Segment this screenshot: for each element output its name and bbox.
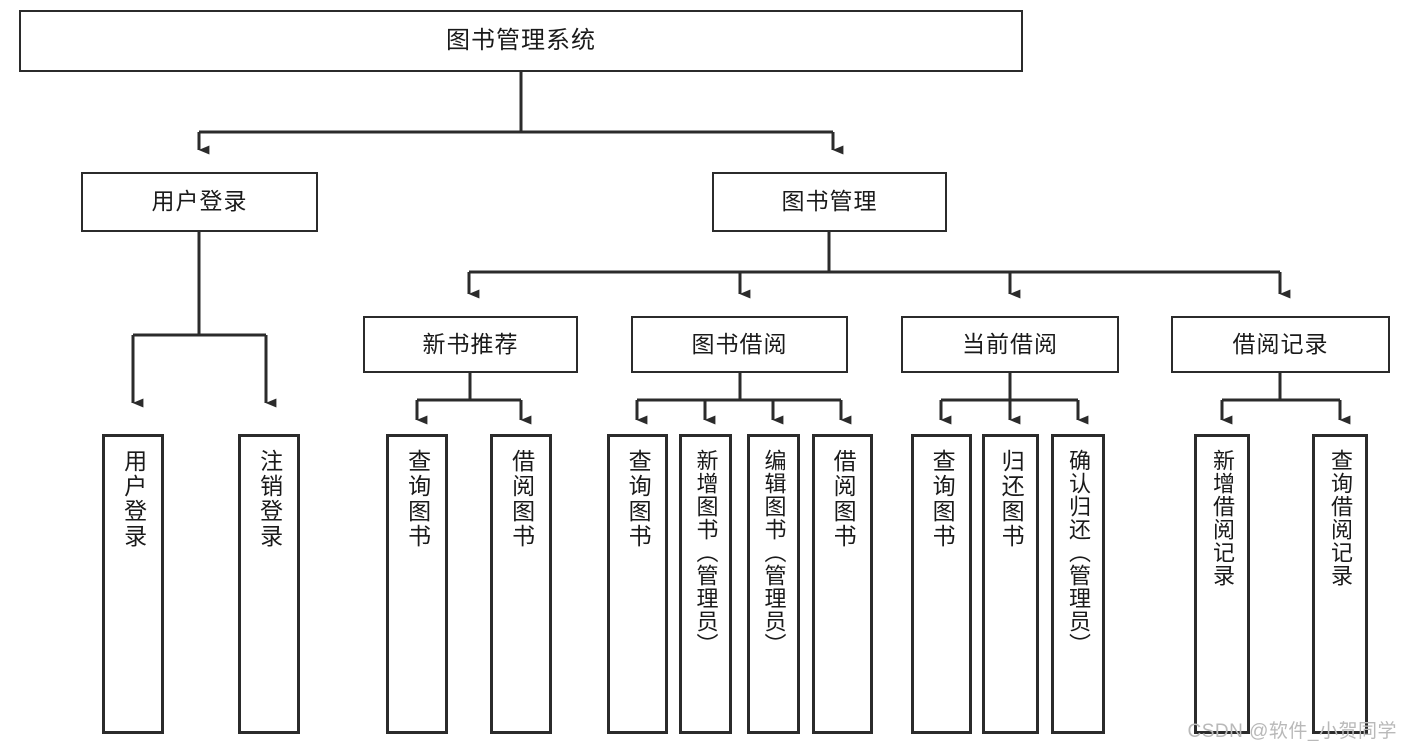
- csdn-watermark: CSDN @软件_小贺同学: [1187, 721, 1397, 742]
- node-label: 新书推荐: [422, 330, 519, 357]
- node-leaf-user-login[interactable]: 用户登录: [102, 434, 164, 734]
- node-new-book-recommend[interactable]: 新书推荐: [363, 316, 578, 373]
- node-root-book-management-system[interactable]: 图书管理系统: [19, 10, 1023, 72]
- node-leaf-borrow-book-2[interactable]: 借阅图书: [812, 434, 873, 734]
- node-leaf-add-borrow-record[interactable]: 新增借阅记录: [1194, 434, 1250, 734]
- node-leaf-query-borrow-record[interactable]: 查询借阅记录: [1312, 434, 1368, 734]
- node-leaf-logout[interactable]: 注销登录: [238, 434, 300, 734]
- node-label: 借阅图书: [508, 449, 535, 549]
- node-label: 借阅图书: [830, 449, 857, 549]
- node-label: 查询图书: [929, 449, 956, 549]
- node-leaf-query-book-1[interactable]: 查询图书: [386, 434, 448, 734]
- node-label: 新增图书（管理员）: [693, 449, 719, 656]
- node-leaf-query-book-2[interactable]: 查询图书: [607, 434, 668, 734]
- node-borrow-record[interactable]: 借阅记录: [1171, 316, 1390, 373]
- node-label: 查询借阅记录: [1327, 449, 1353, 587]
- node-label: 图书借阅: [691, 330, 788, 357]
- node-label: 新增借阅记录: [1209, 449, 1235, 587]
- node-label: 查询图书: [625, 449, 652, 549]
- node-label: 图书管理: [781, 188, 878, 215]
- node-label: 查询图书: [404, 449, 431, 549]
- node-user-login[interactable]: 用户登录: [81, 172, 318, 232]
- node-current-borrow[interactable]: 当前借阅: [901, 316, 1119, 373]
- node-label: 编辑图书（管理员）: [761, 449, 787, 656]
- node-book-manage[interactable]: 图书管理: [712, 172, 947, 232]
- node-label: 当前借阅: [962, 330, 1058, 357]
- node-label: 用户登录: [120, 449, 147, 549]
- node-leaf-edit-book[interactable]: 编辑图书（管理员）: [747, 434, 800, 734]
- node-label: 归还图书: [998, 449, 1025, 549]
- node-leaf-confirm-return[interactable]: 确认归还（管理员）: [1051, 434, 1105, 734]
- node-leaf-add-book[interactable]: 新增图书（管理员）: [679, 434, 732, 734]
- node-leaf-query-book-3[interactable]: 查询图书: [911, 434, 972, 734]
- node-leaf-return-book[interactable]: 归还图书: [982, 434, 1039, 734]
- node-label: 确认归还（管理员）: [1065, 449, 1091, 656]
- node-label: 用户登录: [151, 188, 248, 215]
- node-label: 注销登录: [256, 449, 283, 549]
- node-leaf-borrow-book-1[interactable]: 借阅图书: [490, 434, 552, 734]
- node-label: 借阅记录: [1232, 330, 1329, 357]
- node-label: 图书管理系统: [446, 26, 596, 54]
- node-book-borrow[interactable]: 图书借阅: [631, 316, 848, 373]
